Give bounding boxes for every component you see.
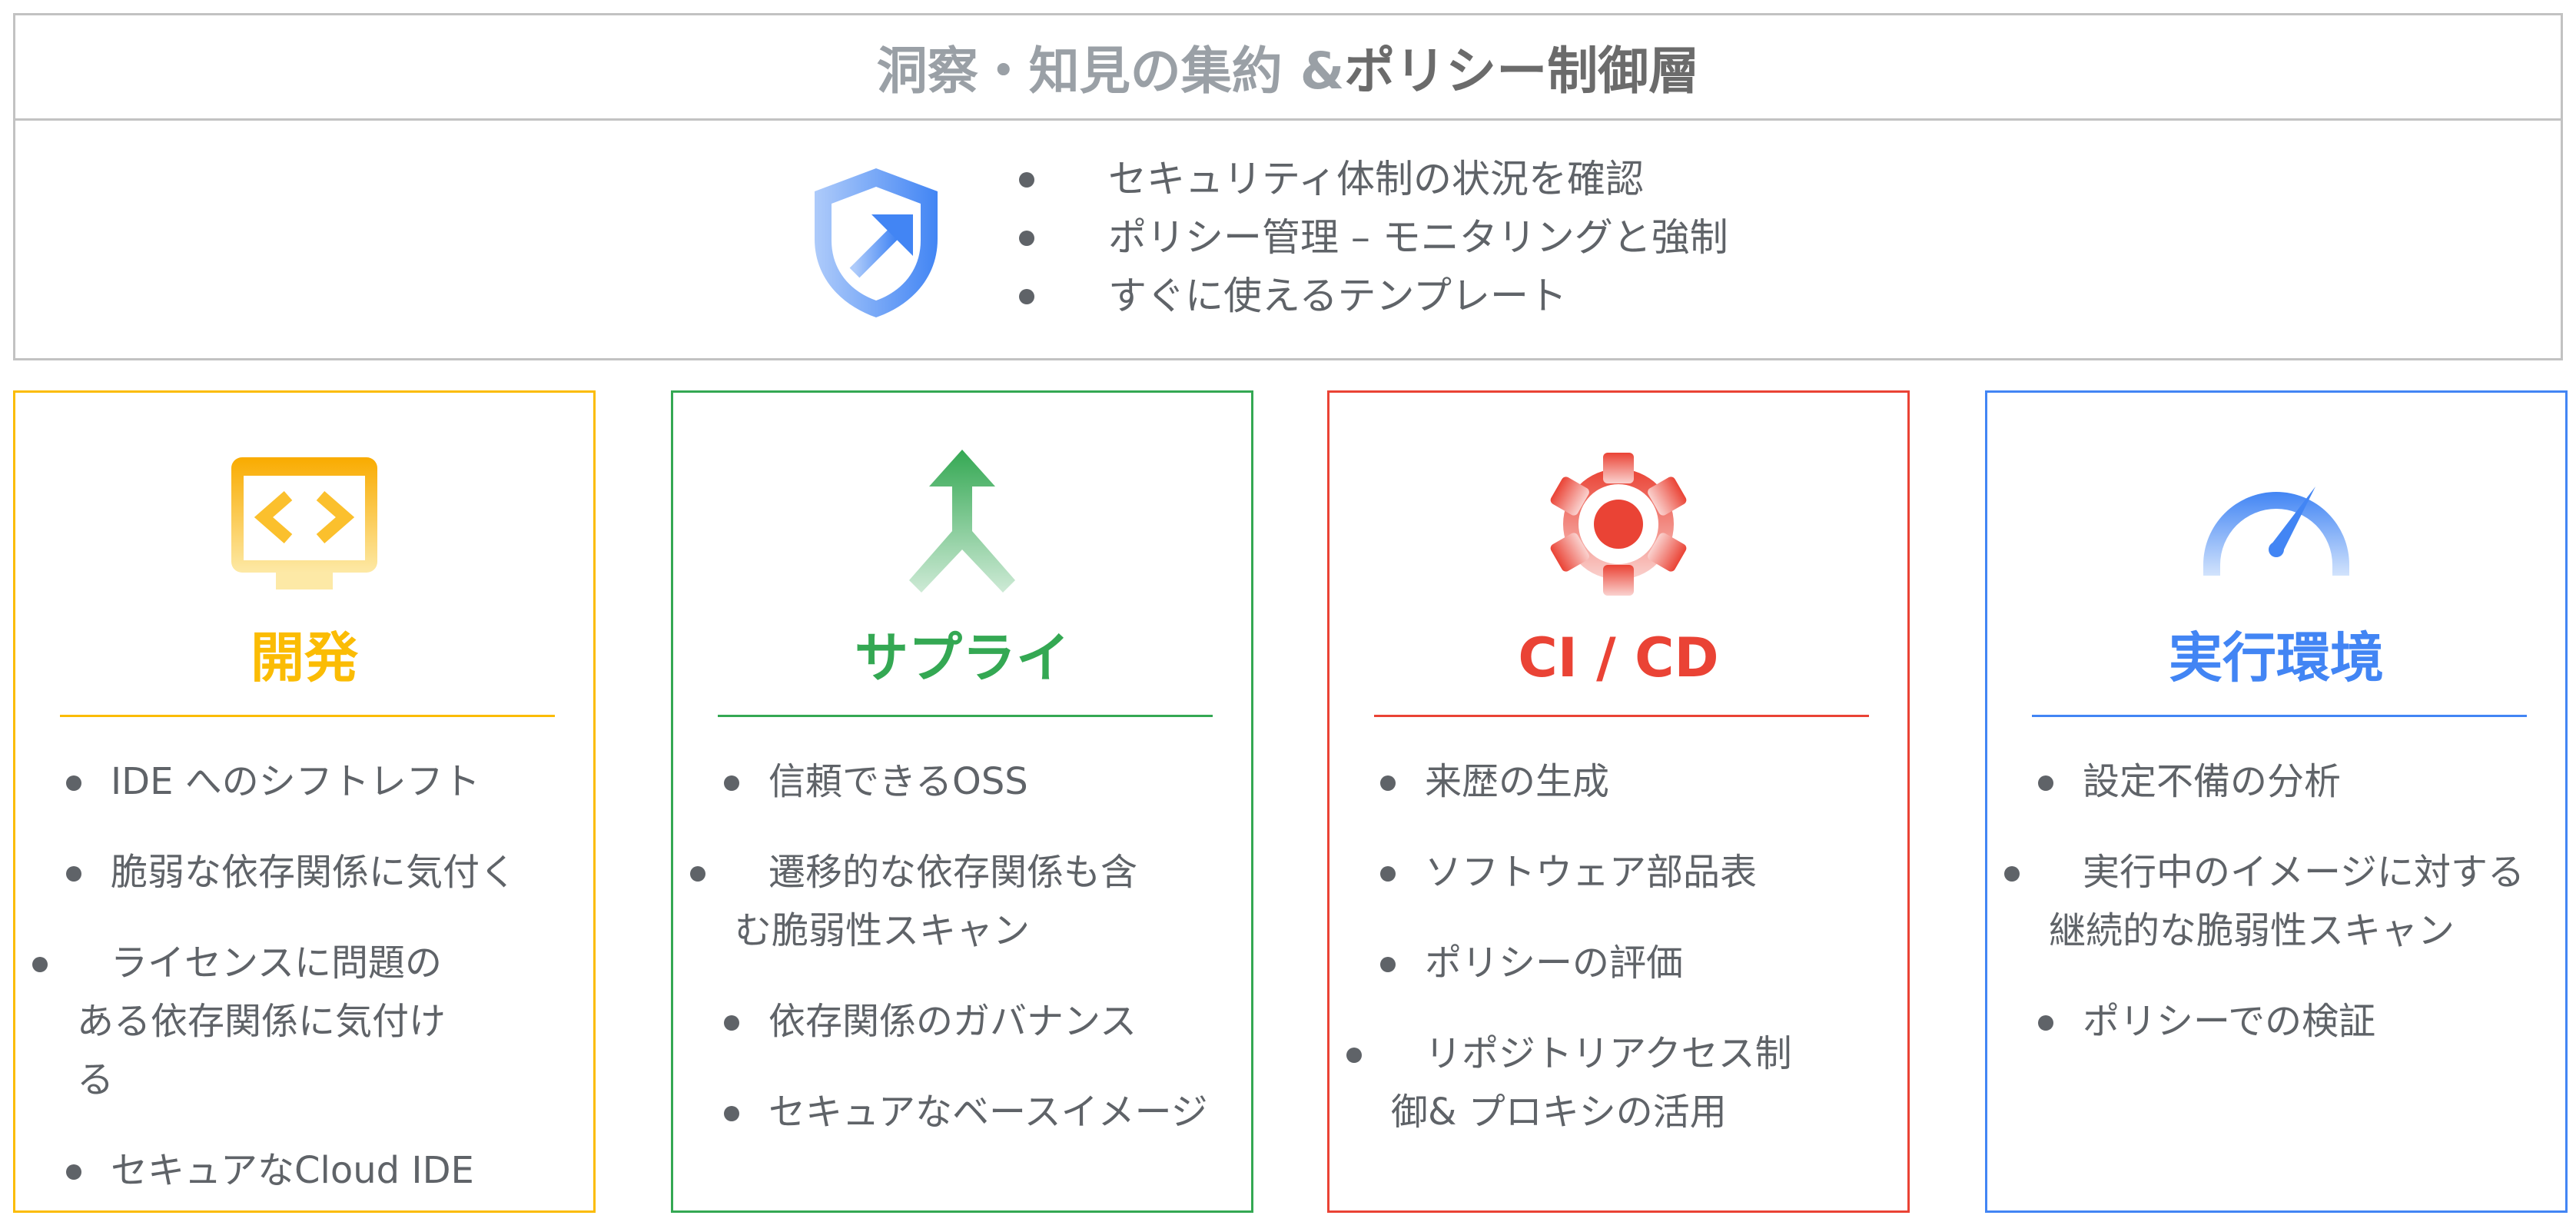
card-cicd: CI / CD 来歴の生成 ソフトウェア部品表 ポリシーの評価 リポジトリアクセ…: [1327, 390, 1910, 1213]
title-policy-layer: ポリシー制御層: [1344, 42, 1700, 101]
card-divider: [2032, 715, 2527, 717]
list-item: 信頼できるOSS: [704, 752, 1236, 811]
list-item: セキュアなベースイメージ: [704, 1083, 1236, 1141]
list-item: 脆弱な依存関係に気付く: [46, 843, 578, 902]
policy-item: ポリシー管理 – モニタリングと強制: [999, 208, 1728, 267]
list-item: リポジトリアクセス制御& プロキシの活用: [1346, 1024, 1821, 1141]
speedometer-icon: [2203, 486, 2349, 576]
list-item: 実行中のイメージに対する継続的な脆弱性スキャン: [2004, 843, 2525, 960]
list-item: ソフトウェア部品表: [1360, 843, 1892, 902]
card-runtime: 実行環境 設定不備の分析 実行中のイメージに対する継続的な脆弱性スキャン ポリシ…: [1985, 390, 2568, 1213]
card-supply: サプライ 信頼できるOSS 遷移的な依存関係も含む脆弱性スキャン 依存関係のガバ…: [671, 390, 1253, 1213]
list-item: 遷移的な依存関係も含む脆弱性スキャン: [690, 843, 1150, 960]
list-item: セキュアなCloud IDE: [46, 1141, 578, 1200]
card-divider: [60, 715, 555, 717]
code-monitor-icon: [231, 457, 377, 589]
list-item: 来歴の生成: [1360, 752, 1892, 811]
policy-list: セキュリティ体制の状況を確認 ポリシー管理 – モニタリングと強制 すぐに使える…: [999, 150, 1728, 325]
page-title: 洞察・知見の集約 & ポリシー制御層: [13, 13, 2563, 121]
card-title: CI / CD: [1518, 626, 1719, 689]
policy-item: すぐに使えるテンプレート: [999, 267, 1728, 325]
policy-panel: セキュリティ体制の状況を確認 ポリシー管理 – モニタリングと強制 すぐに使える…: [13, 121, 2563, 360]
list-item: 設定不備の分析: [2018, 752, 2550, 811]
list-item: ライセンスに問題のある依存関係に気付ける: [32, 934, 476, 1109]
list-item: 依存関係のガバナンス: [704, 992, 1236, 1051]
card-divider: [1374, 715, 1869, 717]
card-title: サプライ: [855, 626, 1070, 689]
card-list: 設定不備の分析 実行中のイメージに対する継続的な脆弱性スキャン ポリシーでの検証: [2004, 752, 2550, 1083]
list-item: IDE へのシフトレフト: [46, 752, 578, 811]
list-item: ポリシーでの検証: [2018, 992, 2550, 1051]
shield-arrow-icon: [815, 168, 938, 317]
card-list: 信頼できるOSS 遷移的な依存関係も含む脆弱性スキャン 依存関係のガバナンス セ…: [690, 752, 1236, 1174]
policy-item: セキュリティ体制の状況を確認: [999, 150, 1728, 208]
card-title: 実行環境: [2169, 626, 2384, 689]
card-divider: [718, 715, 1213, 717]
card-develop: 開発 IDE へのシフトレフト 脆弱な依存関係に気付く ライセンスに問題のある依…: [13, 390, 596, 1213]
title-insights: 洞察・知見の集約 &: [876, 42, 1345, 101]
card-list: 来歴の生成 ソフトウェア部品表 ポリシーの評価 リポジトリアクセス制御& プロキ…: [1346, 752, 1892, 1174]
card-list: IDE へのシフトレフト 脆弱な依存関係に気付く ライセンスに問題のある依存関係…: [32, 752, 578, 1232]
merge-arrow-icon: [909, 450, 1015, 593]
card-title: 開発: [251, 626, 358, 689]
list-item: ポリシーの評価: [1360, 934, 1892, 992]
gear-icon: [1550, 453, 1687, 596]
